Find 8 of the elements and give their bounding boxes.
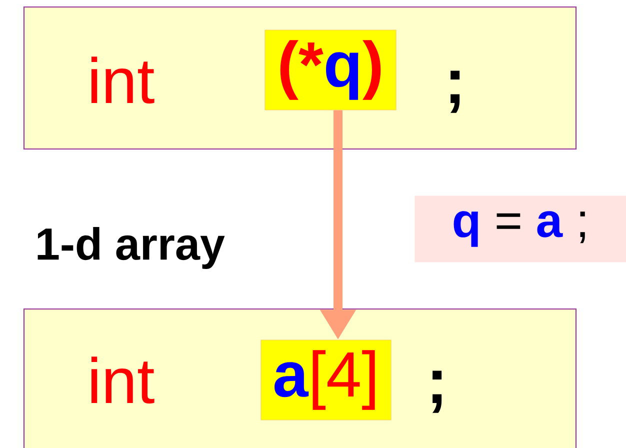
code-text: int bbox=[92, 56, 154, 104]
highlight-box: a[4] bbox=[260, 340, 392, 420]
code-text: int bbox=[92, 356, 154, 404]
assignment-box: q = a ; bbox=[414, 196, 626, 262]
code-text: ; bbox=[432, 370, 442, 413]
caption-text: 1-d array bbox=[38, 227, 225, 269]
highlight-box: (*q) bbox=[264, 30, 396, 110]
code-text: ; bbox=[450, 70, 460, 113]
